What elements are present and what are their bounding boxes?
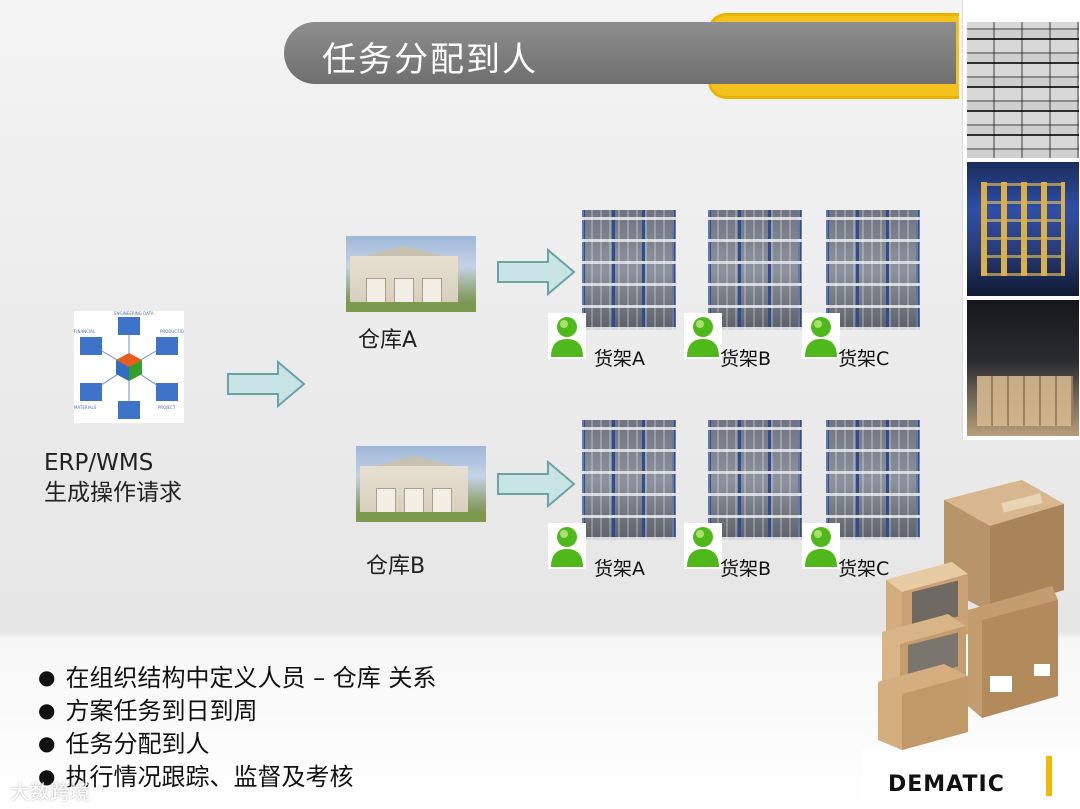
shelf-photo (582, 210, 676, 330)
user-icon (802, 313, 840, 359)
warehouse-a-photo (346, 236, 476, 312)
shelf-photo (826, 210, 920, 330)
watermark: 大数跨境 (10, 776, 90, 805)
erp-module-diagram-icon: ENGINEERING DATA PRODUCTION FINANCIAL PR… (74, 311, 184, 423)
automated-storage-photo (967, 162, 1079, 296)
warehouse-b-label: 仓库B (366, 548, 425, 580)
erp-subtitle: 生成操作请求 (44, 478, 182, 508)
shelf-label: 货架A (594, 554, 645, 581)
arrow-right-icon (496, 460, 576, 508)
svg-text:MATERIALS: MATERIALS (74, 405, 97, 410)
erp-title: ERP/WMS (44, 448, 182, 478)
svg-text:FINANCIAL: FINANCIAL (74, 329, 96, 334)
svg-text:ENGINEERING DATA: ENGINEERING DATA (114, 311, 154, 316)
warehouse-racking-photo (967, 22, 1079, 158)
user-icon (548, 313, 586, 359)
shelf-photo (708, 210, 802, 330)
bullet-item: 执行情况跟踪、监督及考核 (38, 761, 436, 794)
warehouse-a-label: 仓库A (358, 322, 417, 354)
user-icon (802, 523, 840, 569)
warehouse-interior-photo (967, 300, 1079, 436)
logo-text: DEMATIC (888, 772, 1005, 797)
bullet-list: 在组织结构中定义人员 – 仓库 关系 方案任务到日到周 任务分配到人 执行情况跟… (38, 662, 436, 794)
user-icon (548, 523, 586, 569)
svg-text:PROJECT: PROJECT (158, 405, 176, 410)
warehouse-b-photo (356, 446, 486, 522)
side-photo-strip (962, 0, 1080, 440)
bullet-item: 任务分配到人 (38, 728, 436, 761)
arrow-right-icon (496, 248, 576, 296)
logo-accent-bar (1046, 756, 1052, 796)
bullet-item: 在组织结构中定义人员 – 仓库 关系 (38, 662, 436, 695)
svg-text:PRODUCTION: PRODUCTION (160, 329, 184, 334)
shelf-photo (582, 420, 676, 540)
erp-caption: ERP/WMS 生成操作请求 (44, 448, 182, 508)
cardboard-boxes-icon (872, 470, 1072, 750)
shelf-label: 货架C (838, 344, 889, 371)
user-icon (684, 313, 722, 359)
arrow-right-icon (226, 360, 306, 408)
dematic-logo: DEMATIC (862, 750, 1080, 809)
shelf-label: 货架B (720, 344, 771, 371)
shelf-photo (708, 420, 802, 540)
shelf-label: 货架A (594, 344, 645, 371)
user-icon (684, 523, 722, 569)
shelf-label: 货架B (720, 554, 771, 581)
title-bar: 任务分配到人 (284, 22, 956, 84)
bullet-item: 方案任务到日到周 (38, 695, 436, 728)
page-title: 任务分配到人 (322, 32, 538, 81)
